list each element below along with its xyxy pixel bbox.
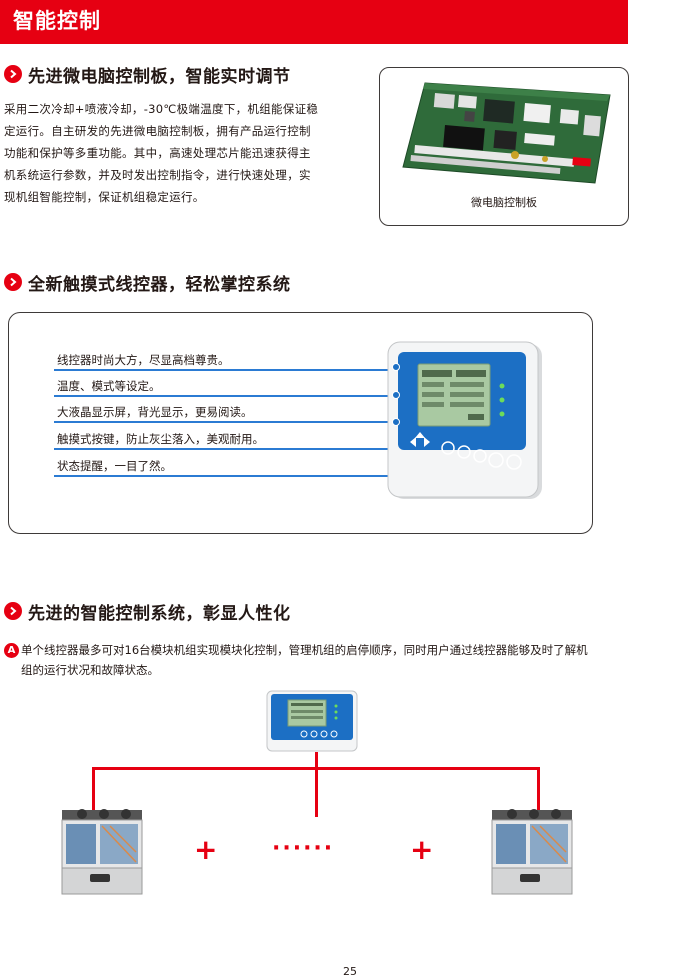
connector-line [315, 752, 318, 768]
note-line: 组的运行状况和故障状态。 [21, 663, 159, 677]
outdoor-unit-image [61, 809, 143, 895]
feature-item: 触摸式按键，防止灰尘落入，美观耐用。 [57, 432, 264, 446]
chevron-right-icon [4, 65, 22, 83]
ellipsis-dots: ······ [272, 836, 335, 861]
plus-sign: + [410, 833, 434, 866]
note-badge: A [4, 643, 19, 658]
connector-line [315, 767, 318, 817]
control-board-image [402, 82, 611, 184]
header-bar [0, 0, 628, 44]
paragraph-line: 现机组智能控制，保证机组稳定运行。 [4, 190, 205, 204]
page-title: 智能控制 [13, 9, 101, 33]
section1-title: 先进微电脑控制板，智能实时调节 [28, 66, 291, 87]
section2-heading: 全新触摸式线控器，轻松掌控系统 [4, 269, 291, 295]
connector-line [92, 767, 95, 817]
feature-item: 状态提醒，一目了然。 [57, 459, 172, 473]
feature-divider [54, 448, 416, 450]
chevron-right-icon [4, 273, 22, 291]
section3-heading: 先进的智能控制系统，彰显人性化 [4, 598, 291, 624]
feature-item: 大液晶显示屏，背光显示，更易阅读。 [57, 405, 253, 419]
paragraph-line: 功能和保护等多重功能。其中，高速处理芯片能迅速获得主 [4, 146, 311, 160]
note-text: 单个线控器最多可对16台模块机组实现模块化控制，管理机组的启停顺序，同时用户通过… [21, 640, 636, 680]
outdoor-unit-image [491, 809, 573, 895]
feature-divider [54, 369, 397, 371]
section2-title: 全新触摸式线控器，轻松掌控系统 [28, 274, 291, 295]
control-board-caption: 微电脑控制板 [471, 196, 537, 209]
feature-divider [54, 395, 416, 397]
feature-divider [54, 421, 416, 423]
paragraph-line: 机系统运行参数，并及时发出控制指令，进行快速处理，实 [4, 168, 311, 182]
connector-line [537, 767, 540, 817]
chevron-right-icon [4, 602, 22, 620]
section1-paragraph: 采用二次冷却+喷液冷却，-30℃极端温度下，机组能保证稳 定运行。自主研发的先进… [4, 98, 372, 208]
plus-sign: + [194, 833, 218, 866]
note-line: 单个线控器最多可对16台模块机组实现模块化控制，管理机组的启停顺序，同时用户通过… [21, 643, 588, 657]
page-number: 25 [343, 965, 357, 978]
feature-item: 线控器时尚大方，尽显高档尊贵。 [57, 353, 230, 367]
wired-controller-image [387, 341, 542, 499]
feature-item: 温度、模式等设定。 [57, 379, 161, 393]
section1-heading: 先进微电脑控制板，智能实时调节 [4, 61, 291, 87]
paragraph-line: 采用二次冷却+喷液冷却，-30℃极端温度下，机组能保证稳 [4, 102, 319, 116]
small-controller-image [266, 690, 358, 752]
paragraph-line: 定运行。自主研发的先进微电脑控制板，拥有产品运行控制 [4, 124, 311, 138]
section3-title: 先进的智能控制系统，彰显人性化 [28, 603, 291, 624]
feature-divider [54, 475, 454, 477]
